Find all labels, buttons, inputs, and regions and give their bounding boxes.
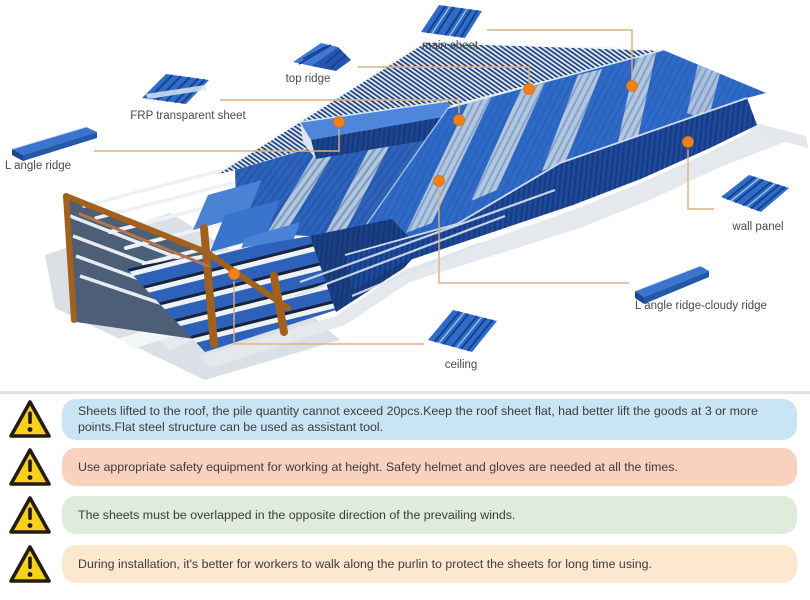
warning-row: Use appropriate safety equipment for wor… — [8, 447, 797, 487]
label-ceiling: ceiling — [444, 359, 478, 371]
warning-triangle-icon — [9, 447, 51, 486]
warning-bubble: Sheets lifted to the roof, the pile quan… — [62, 399, 797, 440]
leader-top-ridge — [358, 66, 530, 82]
label-top-ridge: top ridge — [285, 73, 331, 85]
front-wall — [294, 97, 757, 312]
front-eave-highlight — [344, 97, 748, 256]
warning-bubble: The sheets must be overlapped in the opp… — [62, 495, 797, 534]
label-l-angle-ridge: L angle ridge — [4, 160, 72, 172]
frp-sheet-icon — [142, 74, 209, 105]
leader-wall-panel — [687, 149, 714, 210]
label-frp: FRP transparent sheet — [130, 110, 246, 122]
roof-main-slope — [344, 49, 766, 256]
warning-row: During installation, it's better for wor… — [8, 544, 797, 584]
top-ridge-icon — [293, 43, 351, 71]
callout-dot-top-ridge — [523, 83, 535, 95]
steel-frame — [63, 193, 291, 348]
callout-lines — [94, 29, 714, 345]
l-angle-ridge-icon — [11, 126, 97, 161]
building-illustration — [11, 5, 808, 380]
loose-sheet-pile — [193, 180, 262, 230]
warning-bubble: Use appropriate safety equipment for wor… — [62, 447, 797, 486]
warning-bubble: During installation, it's better for wor… — [62, 544, 797, 583]
callout-dot-cloudy-ridge — [433, 175, 445, 187]
leader-cloudy-ridge — [438, 188, 629, 284]
ceiling-icon — [428, 310, 497, 352]
wall-panel-icon — [721, 175, 789, 212]
label-main-sheet: main sheet — [421, 40, 479, 52]
leader-frp — [220, 99, 460, 113]
warning-notes: Sheets lifted to the roof, the pile quan… — [8, 399, 797, 584]
warning-text: Sheets lifted to the roof, the pile quan… — [78, 404, 758, 435]
warning-row: Sheets lifted to the roof, the pile quan… — [8, 399, 797, 440]
warning-row: The sheets must be overlapped in the opp… — [8, 495, 797, 535]
label-wall-panel: wall panel — [732, 221, 784, 233]
loose-sheet-pile — [210, 200, 280, 252]
main-sheet-icon — [421, 5, 482, 38]
label-cloudy-ridge: L angle ridge-cloudy ridge — [635, 300, 767, 312]
ridge-highlight — [447, 49, 664, 109]
warning-triangle-icon — [9, 544, 51, 583]
warning-triangle-icon — [9, 495, 51, 534]
warning-triangle-icon — [9, 400, 51, 439]
cloudy-ridge-icon — [634, 265, 709, 304]
callout-dot-frp — [453, 114, 465, 126]
roof-skylight-stripes — [345, 50, 766, 255]
warning-text: The sheets must be overlapped in the opp… — [78, 507, 516, 522]
callout-dot-main-sheet — [626, 80, 638, 92]
warning-text: Use appropriate safety equipment for wor… — [78, 459, 678, 474]
leader-ceiling — [233, 281, 424, 345]
section-divider — [0, 391, 810, 394]
callout-dot-ceiling — [228, 268, 240, 280]
warning-text: During installation, it's better for wor… — [78, 556, 652, 571]
callout-dots — [228, 80, 694, 280]
leader-main-sheet — [487, 29, 633, 79]
callout-dot-wall-panel — [682, 136, 694, 148]
stack-layer-lines — [294, 188, 556, 298]
callout-dot-l-angle-ridge — [333, 116, 345, 128]
leader-l-angle-ridge — [94, 129, 340, 152]
